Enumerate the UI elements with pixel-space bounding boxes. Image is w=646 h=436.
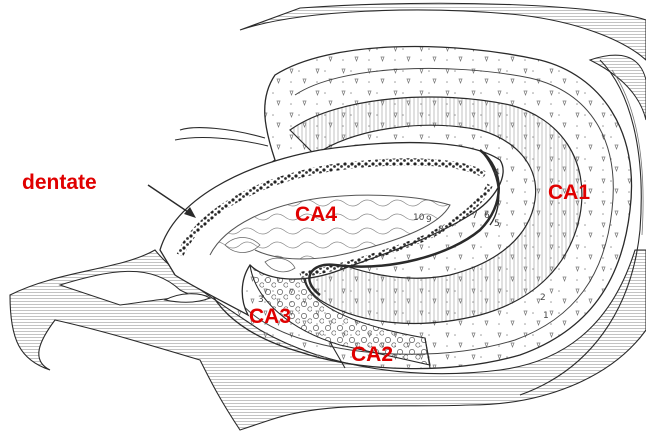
- dentate-label: dentate: [22, 171, 97, 194]
- layer-number-2: 2: [540, 293, 546, 303]
- ca1-label: CA1: [548, 181, 590, 204]
- layer-number-8: 8: [438, 225, 444, 235]
- ca4-label: CA4: [295, 203, 337, 226]
- layer-number-6: 6: [484, 211, 490, 221]
- dentate-pointer-arrow: [148, 185, 196, 218]
- ca2-label: CA2: [351, 343, 393, 366]
- layer-number-9: 9: [426, 215, 432, 225]
- layer-number-3: 3: [258, 295, 264, 305]
- layer-number-7: 7: [472, 211, 478, 221]
- ca3-label: CA3: [249, 305, 291, 328]
- layer-number-5: 5: [494, 219, 500, 229]
- layer-number-10: 10: [413, 213, 425, 223]
- layer-number-1: 1: [543, 311, 549, 321]
- layer-number-4: 4: [494, 168, 500, 178]
